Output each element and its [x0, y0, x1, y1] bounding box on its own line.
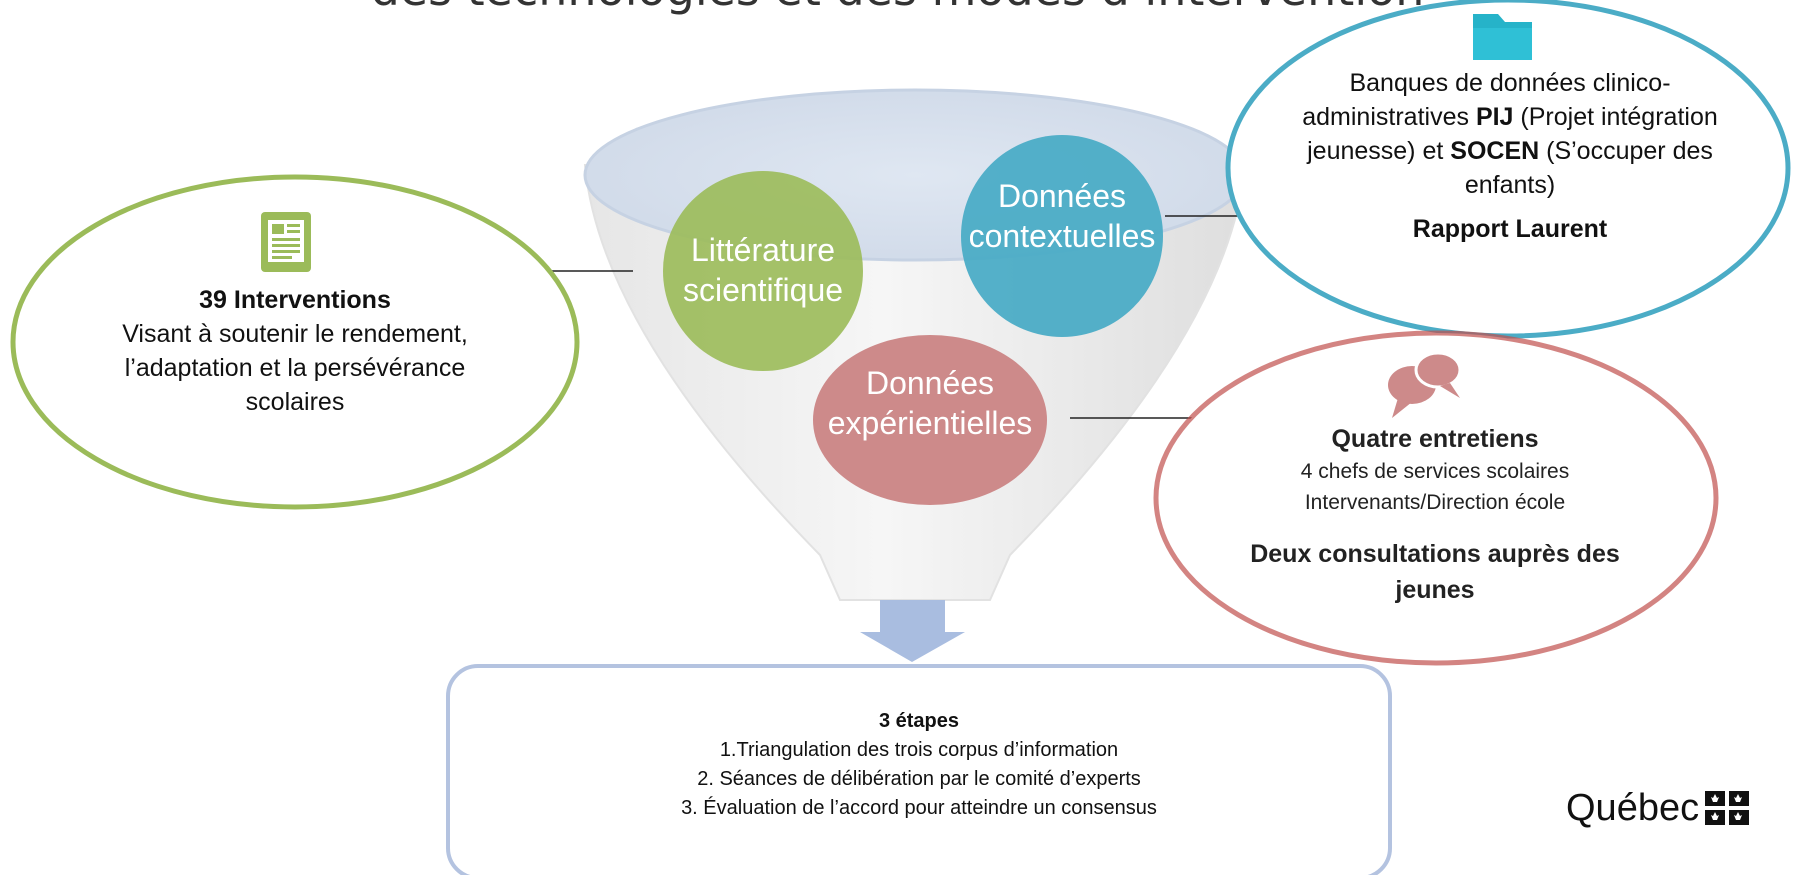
quebec-logo: Québec — [1566, 786, 1750, 830]
fleur-de-lys-flag-icon — [1705, 791, 1750, 825]
quebec-wordmark: Québec — [1566, 786, 1700, 829]
folder-icon — [1473, 14, 1532, 60]
step-item: 3. Évaluation de l’accord pour atteindre… — [681, 797, 1157, 819]
pij-description: (Projet intégration jeunesse) et — [1307, 103, 1718, 165]
pij-label: PIJ — [1475, 103, 1514, 131]
circle-literature — [663, 171, 863, 371]
steps-box-frame — [446, 664, 1392, 875]
interviews-line2: Intervenants/Direction école — [1304, 491, 1566, 514]
circle-contextual — [961, 135, 1163, 337]
document-icon — [261, 212, 311, 272]
socen-label: SOCEN — [1450, 137, 1540, 165]
left-ellipse — [10, 174, 580, 510]
interviews-heading: Quatre entretiens — [1331, 425, 1539, 453]
label-literature: Littérature scientifique — [682, 232, 844, 308]
label-contextual: Données contextuelles — [968, 178, 1156, 254]
step-item: 1.Triangulation des trois corpus d’infor… — [719, 739, 1119, 761]
report-label: Rapport Laurent — [1412, 215, 1608, 243]
left-box-heading: 39 Interventions — [199, 286, 391, 314]
diagram-title: des technologies et des modes d’interven… — [0, 0, 1795, 16]
circle-experiential — [813, 335, 1047, 505]
bottom-right-box-text: Quatre entretiens 4 chefs de services sc… — [1215, 422, 1655, 608]
chat-bubbles-icon — [1388, 351, 1462, 418]
steps-heading: 3 étapes — [878, 710, 960, 732]
consultations-label: Deux consultations auprès des jeunes — [1250, 540, 1620, 604]
left-box-text: 39 Interventions Visant à soutenir le re… — [110, 283, 480, 419]
top-right-box-text: Banques de données clinico-administrativ… — [1300, 66, 1720, 246]
socen-description: (S’occuper des enfants) — [1464, 137, 1713, 199]
steps-box: 3 étapes 1.Triangulation des trois corpu… — [448, 707, 1390, 823]
left-box-body: Visant à soutenir le rendement, l’adapta… — [122, 320, 468, 416]
down-arrow-icon — [860, 600, 965, 662]
step-item: 2. Séances de délibération par le comité… — [697, 768, 1141, 790]
label-experiential: Données expérientielles — [827, 365, 1033, 441]
bottom-right-ellipse — [1153, 330, 1719, 666]
databanks-label: Banques de données clinico-administrativ… — [1302, 69, 1671, 131]
interviews-line1: 4 chefs de services scolaires — [1300, 460, 1570, 483]
